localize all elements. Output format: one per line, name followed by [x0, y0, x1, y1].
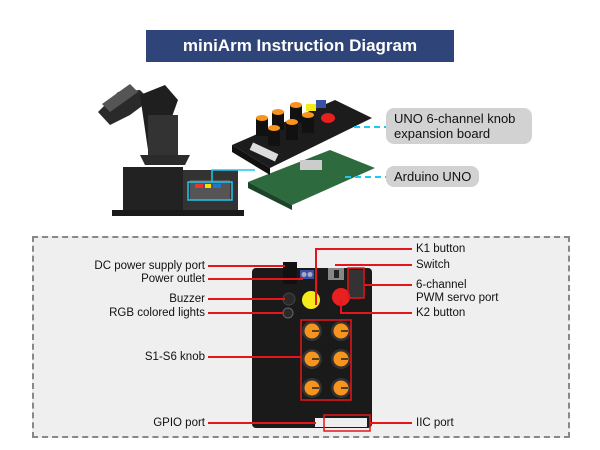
arduino-uno-callout: Arduino UNO — [386, 166, 480, 187]
k2-button — [332, 288, 350, 306]
knob-s6 — [331, 378, 351, 398]
knob-s3 — [302, 349, 322, 369]
label-power-outlet: Power outlet — [141, 273, 205, 285]
knob-s4 — [331, 349, 351, 369]
label-servo-port-line1: 6-channel — [416, 279, 467, 291]
port-connectors — [315, 418, 367, 427]
knob-s1 — [302, 321, 322, 341]
servo-header — [349, 270, 363, 298]
highlight-box — [187, 181, 233, 201]
label-switch: Switch — [416, 259, 450, 271]
label-rgb-lights: RGB colored lights — [109, 307, 205, 319]
label-k2-button: K2 button — [416, 307, 466, 319]
knob-s2 — [331, 321, 351, 341]
label-buzzer: Buzzer — [169, 293, 205, 305]
label-servo-port-line2: PWM servo port — [416, 292, 499, 304]
product-illustration — [98, 84, 386, 216]
label-k1-button: K1 button — [416, 243, 466, 255]
expansion-board-callout: UNO 6-channel knob expansion board — [386, 108, 532, 144]
knob-group — [302, 321, 351, 398]
rgb-light — [282, 307, 294, 319]
label-gpio-port: GPIO port — [153, 417, 205, 429]
arduino-uno-image — [248, 150, 375, 210]
power-terminal — [300, 270, 314, 279]
k1-button — [302, 291, 320, 309]
robot-arm-image — [98, 84, 244, 216]
diagram-title: miniArm Instruction Diagram — [146, 30, 454, 62]
dc-jack — [283, 262, 297, 284]
label-dc-power-supply-port: DC power supply port — [94, 260, 205, 272]
label-knobs: S1-S6 knob — [144, 351, 205, 363]
knob-s5 — [302, 378, 322, 398]
expansion-board-image — [232, 100, 372, 175]
label-iic-port: IIC port — [416, 417, 454, 429]
